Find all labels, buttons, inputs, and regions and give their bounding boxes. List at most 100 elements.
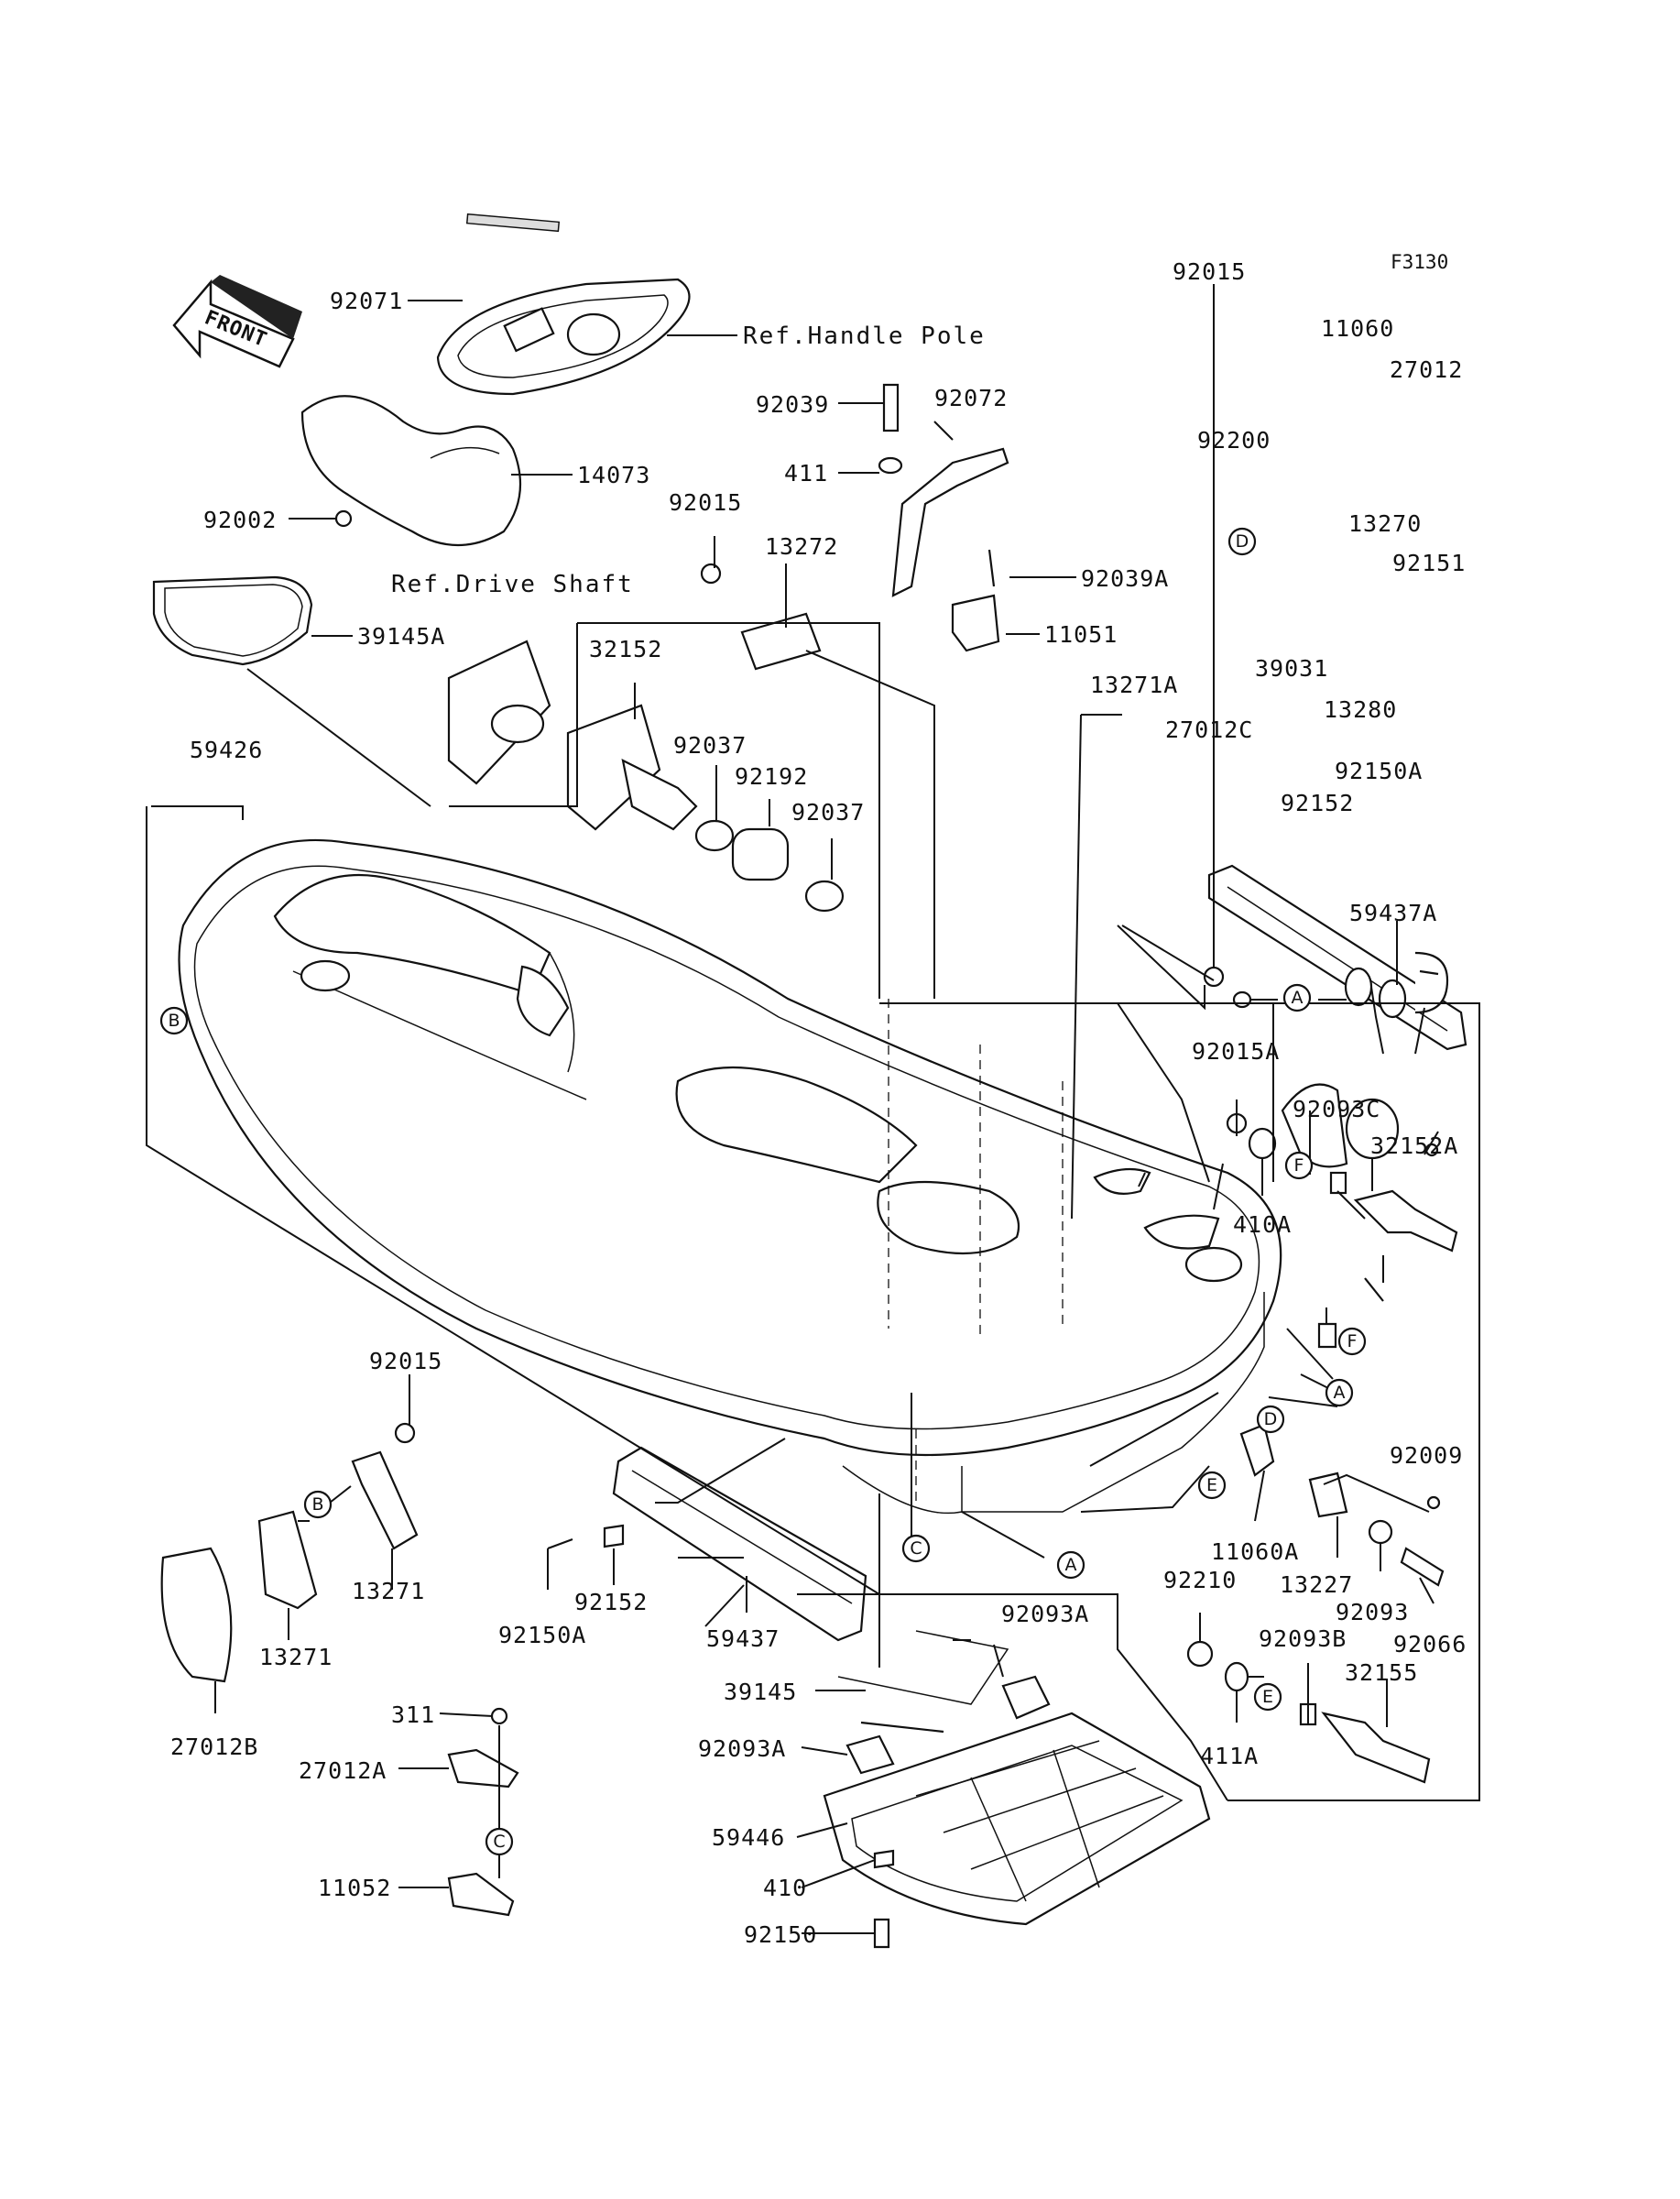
part-label-92150A-b: 92150A: [498, 1622, 586, 1648]
figure-code: F3130: [1391, 251, 1448, 273]
part-label-39031: 39031: [1255, 655, 1328, 682]
washer-92200: [1232, 990, 1252, 1009]
part-label-32152: 32152: [589, 636, 662, 662]
svg-text:D: D: [1236, 531, 1249, 552]
front-arrow-icon: FRONT: [172, 275, 302, 368]
nut-92210: [1186, 1640, 1214, 1668]
plate-27012B: [160, 1547, 233, 1683]
part-label-92192: 92192: [735, 763, 808, 790]
part-label-92151: 92151: [1392, 550, 1466, 576]
part-label-92002: 92002: [203, 507, 277, 533]
fitting-32152A: [1353, 1189, 1458, 1253]
duct-32152: [566, 704, 698, 831]
part-label-27012B: 27012B: [170, 1734, 258, 1760]
screw-92039: [882, 383, 900, 432]
part-label-92152-a: 92152: [1281, 790, 1354, 816]
callout-E-1: E: [1197, 1471, 1227, 1500]
part-label-92039: 92039: [756, 391, 829, 418]
part-labels: 92071 14073 92002 39145A 59426 92039 920…: [170, 258, 1467, 1948]
ref-drive-shaft: Ref.Drive Shaft: [391, 571, 634, 598]
part-label-11051: 11051: [1044, 621, 1118, 648]
plate-13271-a: [257, 1510, 318, 1610]
screw-92152-b: [603, 1524, 625, 1548]
hull-59426: [178, 838, 1282, 1515]
screw-92009: [1426, 1495, 1441, 1510]
part-label-32152A: 32152A: [1370, 1132, 1458, 1159]
svg-text:B: B: [311, 1494, 323, 1515]
nut-311: [490, 1707, 508, 1725]
part-label-27012A: 27012A: [299, 1757, 387, 1784]
svg-text:F: F: [1294, 1155, 1304, 1176]
part-label-92093A-b: 92093A: [698, 1735, 786, 1762]
pad-92093A-a: [1001, 1675, 1051, 1720]
clip-27012: [1414, 951, 1449, 1014]
fitting-32155: [1321, 1712, 1431, 1784]
part-label-311: 311: [391, 1701, 435, 1728]
strap-39145: [860, 1721, 944, 1734]
part-label-39145: 39145: [724, 1679, 797, 1705]
plate-13272: [740, 612, 822, 671]
handle-pole-plate: [436, 213, 691, 396]
svg-text:A: A: [1334, 1383, 1346, 1403]
part-label-59446: 59446: [712, 1824, 785, 1851]
screw-92150A-a: [1364, 1277, 1384, 1302]
nut-92015-c: [394, 1422, 416, 1444]
callout-D-1: D: [1227, 527, 1257, 556]
part-label-92039A: 92039A: [1081, 565, 1169, 592]
part-label-11060: 11060: [1321, 315, 1394, 342]
part-label-13271A: 13271A: [1090, 672, 1178, 698]
part-label-92150: 92150: [744, 1921, 817, 1948]
callout-E-2: E: [1253, 1682, 1282, 1712]
part-label-92152-b: 92152: [574, 1589, 648, 1615]
part-label-92150A-a: 92150A: [1335, 758, 1423, 784]
callout-A-3: A: [1056, 1550, 1085, 1580]
clamp-92037-b: [804, 880, 845, 913]
part-label-13271-b: 13271: [259, 1644, 333, 1670]
part-label-13280: 13280: [1324, 696, 1397, 723]
plate-13271A: [1093, 1167, 1151, 1195]
part-label-411A: 411A: [1200, 1743, 1259, 1769]
washer-410: [873, 1849, 895, 1869]
callout-B-2: B: [303, 1490, 333, 1519]
intake-grate-59446: [823, 1712, 1211, 1926]
svg-text:E: E: [1206, 1475, 1217, 1495]
callout-A-2: A: [1325, 1378, 1354, 1407]
part-label-410: 410: [763, 1875, 807, 1901]
part-label-410A: 410A: [1233, 1211, 1292, 1238]
svg-text:D: D: [1264, 1409, 1278, 1429]
part-label-92072: 92072: [934, 385, 1008, 411]
part-label-92009: 92009: [1390, 1442, 1463, 1469]
part-label-92037-a: 92037: [673, 732, 747, 759]
svg-text:C: C: [493, 1832, 505, 1852]
part-label-27012C: 27012C: [1165, 717, 1253, 743]
callout-F-1: F: [1284, 1151, 1314, 1180]
part-label-27012: 27012: [1390, 356, 1463, 383]
washer-411: [878, 456, 903, 475]
screw-92066: [1400, 1547, 1445, 1587]
plate-13270: [1378, 979, 1407, 1019]
callout-A-1: A: [1282, 983, 1312, 1012]
callout-F-2: F: [1337, 1327, 1367, 1356]
svg-text:B: B: [168, 1011, 180, 1031]
ref-handle-pole: Ref.Handle Pole: [743, 323, 986, 350]
part-label-13270: 13270: [1348, 510, 1422, 537]
part-label-14073: 14073: [577, 462, 650, 488]
hose-92192: [731, 827, 790, 881]
washer-410A: [1248, 1127, 1277, 1160]
gasket-92093C: [1329, 1171, 1347, 1195]
svg-text:A: A: [1292, 988, 1304, 1008]
fitting-13227: [1308, 1471, 1348, 1518]
part-label-411: 411: [784, 460, 828, 487]
screw-92150: [873, 1918, 890, 1949]
screw-92150A-b: [547, 1537, 573, 1550]
part-label-92071: 92071: [330, 288, 403, 314]
gasket-39145A: [152, 575, 313, 666]
screw-92152-a: [1317, 1322, 1337, 1349]
part-label-13271-a: 13271: [352, 1578, 425, 1604]
bolt-92002: [334, 509, 353, 528]
part-label-11060A: 11060A: [1211, 1538, 1299, 1565]
part-label-92066: 92066: [1393, 1631, 1467, 1657]
pad-92093A-b: [845, 1734, 895, 1775]
part-label-92093B: 92093B: [1259, 1625, 1347, 1652]
